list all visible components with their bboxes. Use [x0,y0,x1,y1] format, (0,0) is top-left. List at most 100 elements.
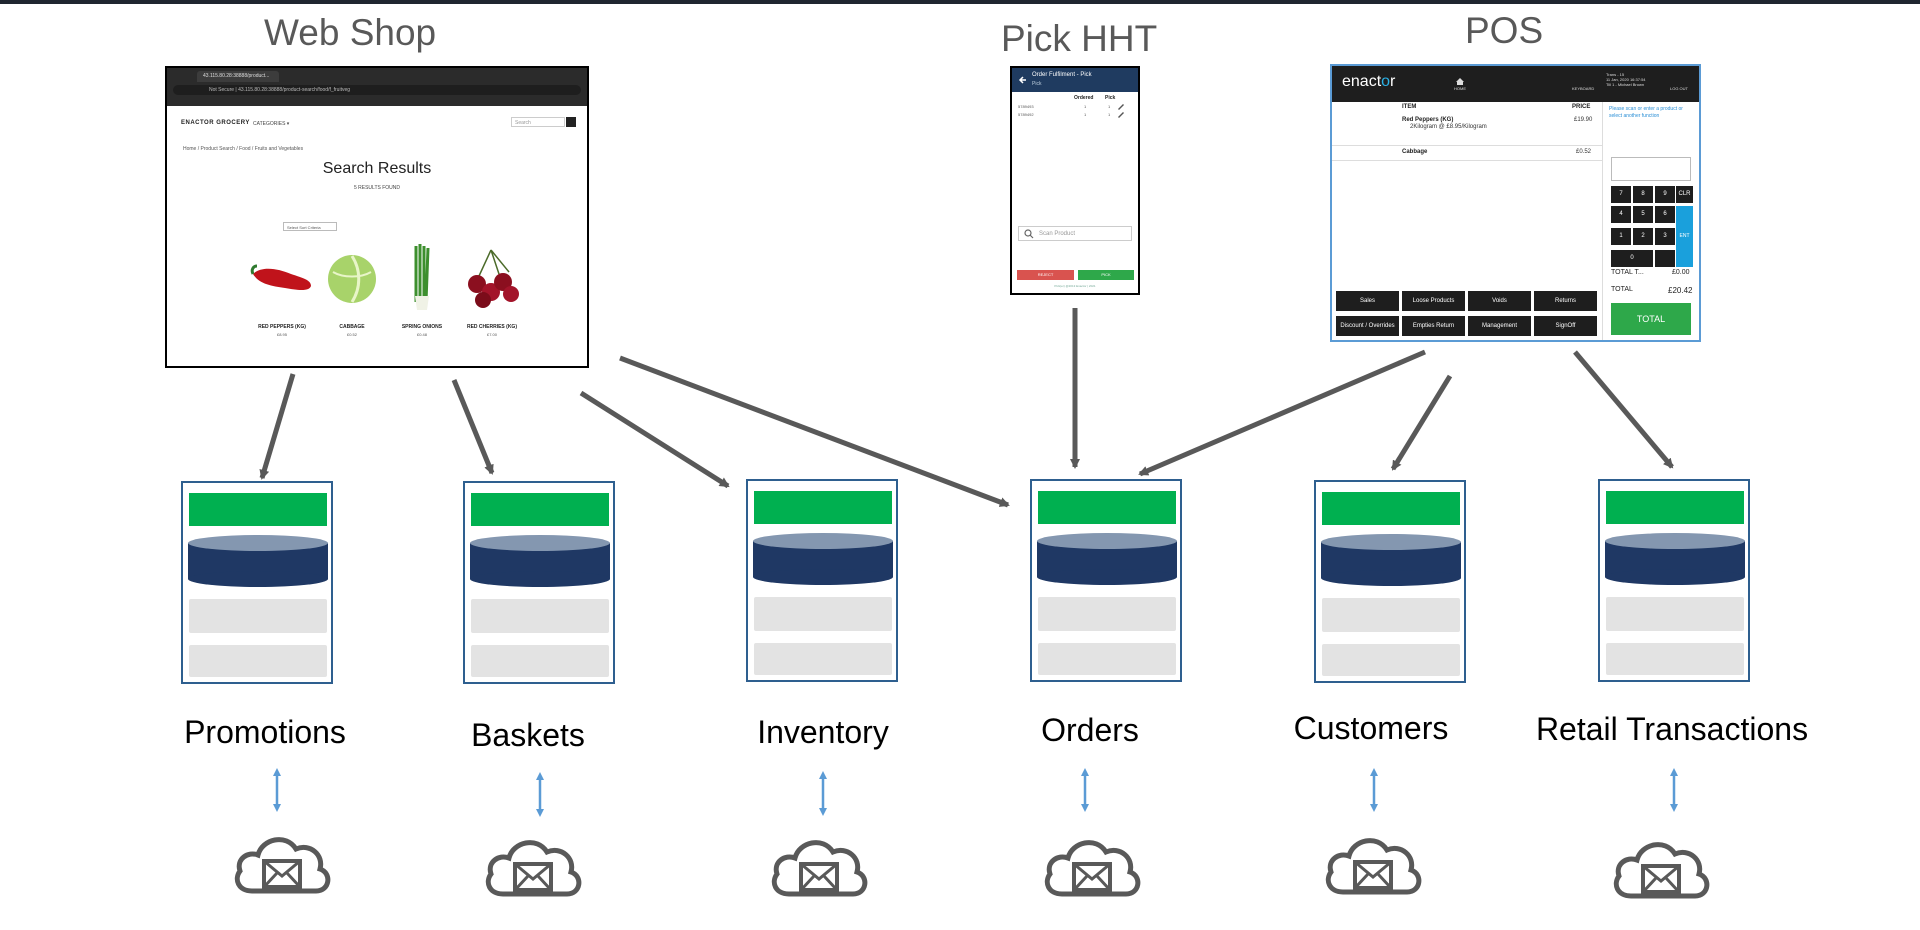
keyboard-button[interactable]: KEYBOARD [1572,86,1595,91]
service-row [1606,597,1744,631]
product-red-peppers[interactable]: RED PEPPERS (KG) £8.95 [247,244,317,344]
cloud-mail-icon [771,840,868,897]
key-0[interactable]: 0 [1611,250,1653,267]
key-2[interactable]: 2 [1633,228,1653,245]
key-7[interactable]: 7 [1611,186,1631,203]
service-row [1322,644,1460,676]
total-tendered-label: TOTAL T... [1611,269,1644,276]
sort-select[interactable]: Select Sort Criteria [283,222,337,231]
loose-products-button[interactable]: Loose Products [1402,291,1465,311]
key-4[interactable]: 4 [1611,206,1631,223]
product-red-cherries[interactable]: RED CHERRIES (KG) £7.00 [457,244,527,344]
web-shop-screenshot: 43.115.80.28:38888/product... Not Secure… [165,66,589,368]
database-icon [188,535,328,587]
home-button[interactable]: HOME [1440,78,1480,91]
service-header [1322,492,1460,525]
key-blank[interactable] [1655,250,1675,267]
key-5[interactable]: 5 [1633,206,1653,223]
database-icon [753,533,893,585]
cabbage-image [328,255,376,303]
key-clear[interactable]: CLR [1676,186,1693,203]
key-3[interactable]: 3 [1655,228,1675,245]
service-header [1606,491,1744,524]
enter-key[interactable]: ENT [1676,206,1693,267]
service-box-promotions [181,481,333,684]
pick-hht-screenshot: Order Fulfilment - Pick Pick Ordered Pic… [1010,66,1140,295]
pick-hht-title: Pick HHT [1001,18,1158,59]
total-value: £20.42 [1668,286,1693,295]
service-label-orders: Orders [1041,712,1139,748]
product-spring-onions[interactable]: SPRING ONIONS £0.48 [387,244,457,344]
scan-product-input[interactable]: Scan Product [1018,226,1132,241]
product-name: RED PEPPERS (KG) [258,324,306,330]
search-icon[interactable] [566,117,576,127]
service-row [754,597,892,631]
sales-button[interactable]: Sales [1336,291,1399,311]
line-item-name[interactable]: Red Peppers (KG) [1402,117,1454,123]
row-pick: 1 [1108,112,1111,117]
product-entry-input[interactable] [1611,157,1691,181]
service-row [754,643,892,675]
edit-icon[interactable] [1117,102,1125,110]
key-1[interactable]: 1 [1611,228,1631,245]
key-8[interactable]: 8 [1633,186,1653,203]
address-bar[interactable]: Not Secure | 43.115.80.28:38888/product-… [173,85,581,95]
voids-button[interactable]: Voids [1468,291,1531,311]
service-label-retail-transactions: Retail Transactions [1535,711,1809,747]
reject-button[interactable]: REJECT [1017,270,1074,280]
arrow-webshop-inventory [579,390,730,489]
signoff-button[interactable]: SignOff [1534,316,1597,336]
row-code: 5789492 [1018,112,1034,117]
browser-tab[interactable]: 43.115.80.28:38888/product... [197,71,279,82]
management-button[interactable]: Management [1468,316,1531,336]
line-item-price: £0.52 [1576,149,1592,155]
shop-search-input[interactable]: Search [511,117,565,127]
service-header [1038,491,1176,524]
service-row [189,599,327,633]
service-header [754,491,892,524]
total-button[interactable]: TOTAL [1611,303,1691,335]
service-header [189,493,327,526]
hht-subtitle: Pick [1032,81,1042,87]
empties-return-button[interactable]: Empties Return [1402,316,1465,336]
database-icon [1037,533,1177,585]
total-label: TOTAL [1611,286,1633,293]
browser-chrome: 43.115.80.28:38888/product... Not Secure… [167,68,587,106]
product-price: £0.52 [346,332,357,337]
pick-button[interactable]: PICK [1078,270,1134,280]
discount-overrides-button[interactable]: Discount / Overrides [1336,316,1399,336]
key-6[interactable]: 6 [1655,206,1675,223]
edit-icon[interactable] [1117,110,1125,118]
logout-button[interactable]: LOG OUT [1670,86,1689,91]
product-cabbage[interactable]: CABBAGE £0.52 [317,244,387,344]
col-pick: Pick [1105,95,1116,101]
database-icon [1321,534,1461,586]
categories-menu[interactable]: CATEGORIES ▾ [253,121,290,127]
divider [1332,145,1602,146]
line-item-detail: 2Kilogram @ £8.95/Kilogram [1410,124,1487,130]
key-9[interactable]: 9 [1655,186,1675,203]
shop-brand[interactable]: ENACTOR GROCERY [181,120,250,126]
divider [1332,160,1602,161]
arrow-webshop-baskets [451,379,495,475]
arrow-webshop-promotions [259,373,296,480]
line-item-name[interactable]: Cabbage [1402,149,1428,155]
product-price: £7.00 [486,332,497,337]
col-item: ITEM [1402,104,1417,110]
product-price: £0.48 [416,332,427,337]
returns-button[interactable]: Returns [1534,291,1597,311]
enactor-logo: enactor [1342,73,1396,90]
service-box-baskets [463,481,615,684]
spring-onion-image [414,244,430,310]
service-row [1322,598,1460,632]
product-name: CABBAGE [339,324,365,330]
row-code: 5789493 [1018,104,1034,109]
web-shop-title: Web Shop [264,12,437,53]
back-arrow-icon[interactable] [1018,75,1028,85]
database-icon [470,535,610,587]
service-row [1038,597,1176,631]
cloud-mail-icon [1325,838,1422,895]
row-pick: 1 [1108,104,1111,109]
